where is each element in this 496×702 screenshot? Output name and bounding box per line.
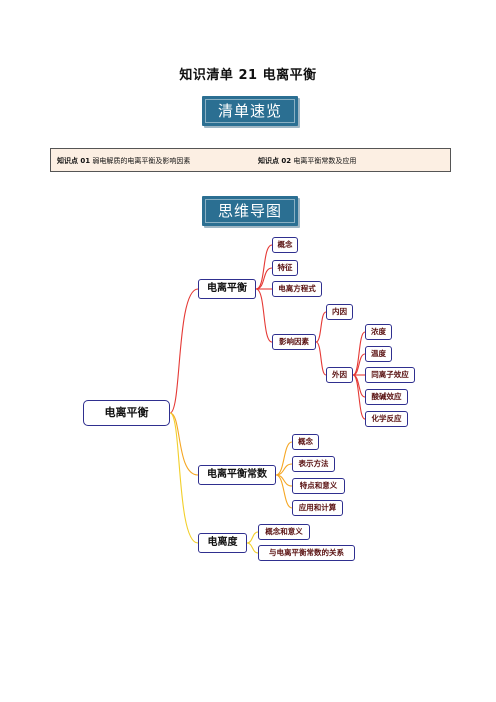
b2-application: 应用和计算 — [292, 500, 343, 516]
connector-outer-2 — [352, 353, 366, 376]
influence-inner: 内因 — [326, 304, 353, 320]
connector-outer-1 — [352, 331, 366, 376]
b1-influence: 影响因素 — [272, 334, 316, 350]
knowledge-point-1: 知识点 01 弱电解质的电离平衡及影响因素 — [57, 149, 190, 173]
b3-relation: 与电离平衡常数的关系 — [258, 545, 355, 561]
outer-concentration: 浓度 — [365, 324, 392, 340]
connector-b1-concept — [255, 244, 273, 290]
connector-root-branch2 — [169, 412, 199, 476]
connector-b2-2 — [275, 463, 293, 476]
connector-root-branch3 — [169, 412, 199, 544]
branch-ionization-degree: 电离度 — [198, 533, 247, 553]
b3-concept-meaning: 概念和意义 — [258, 524, 310, 540]
connector-b2-1 — [275, 441, 293, 476]
branch-ionization-equilibrium: 电离平衡 — [198, 279, 256, 299]
knowledge-summary-box: 知识点 01 弱电解质的电离平衡及影响因素 知识点 02 电离平衡常数及应用 — [50, 148, 451, 172]
kp1-label: 知识点 01 — [57, 157, 91, 165]
b1-equation: 电离方程式 — [272, 281, 322, 297]
connector-b3-2 — [246, 542, 259, 554]
connector-root-branch1 — [169, 288, 199, 414]
outer-common-ion: 同离子效应 — [365, 367, 415, 383]
b1-concept: 概念 — [272, 237, 298, 253]
b2-expression: 表示方法 — [292, 456, 335, 472]
connector-b1-feature — [255, 267, 273, 290]
b2-concept: 概念 — [292, 434, 319, 450]
b2-features: 特点和意义 — [292, 478, 345, 494]
knowledge-point-2: 知识点 02 电离平衡常数及应用 — [258, 149, 356, 173]
connector-b3-1 — [246, 531, 259, 544]
connector-inner — [315, 311, 327, 343]
connector-outer — [315, 341, 327, 376]
page-title: 知识清单 21 电离平衡 — [179, 68, 317, 83]
kp1-text: 弱电解质的电离平衡及影响因素 — [92, 157, 191, 165]
outer-temperature: 温度 — [365, 346, 392, 362]
outer-chemical-reaction: 化学反应 — [365, 411, 408, 427]
banner-summary: 清单速览 — [202, 96, 298, 126]
kp2-label: 知识点 02 — [258, 157, 292, 165]
connector-b1-influence — [255, 288, 273, 343]
mindmap-root: 电离平衡 — [83, 400, 170, 426]
connector-b2-4 — [275, 474, 293, 509]
outer-acid-base: 酸碱效应 — [365, 389, 408, 405]
banner-mindmap: 思维导图 — [202, 196, 298, 226]
kp2-text: 电离平衡常数及应用 — [293, 157, 357, 165]
influence-outer: 外因 — [326, 367, 353, 383]
b1-feature: 特征 — [272, 260, 298, 276]
branch-ionization-constant: 电离平衡常数 — [198, 465, 276, 485]
connector-outer-5 — [352, 374, 366, 420]
